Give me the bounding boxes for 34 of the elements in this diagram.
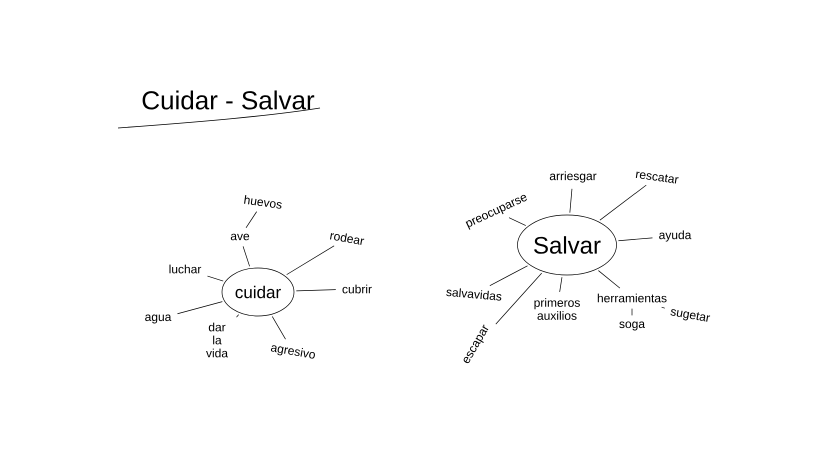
word-label: rodear [330, 233, 364, 245]
connector-line [242, 246, 250, 267]
connector-line [177, 301, 223, 314]
word-label: herramientas [598, 294, 667, 302]
word-label: agua [145, 314, 172, 324]
connector-line [207, 276, 224, 282]
word-label: agresivo [270, 345, 315, 359]
connector-line [236, 314, 239, 318]
word-label: arriesgar [550, 171, 596, 183]
connector-line [272, 316, 286, 340]
word-label: cubrir [342, 284, 372, 294]
word-label: salvavidas [446, 288, 502, 301]
word-label: huevos [244, 195, 282, 209]
connector-line [559, 276, 562, 292]
connector-line [495, 272, 542, 324]
connector-line [570, 188, 572, 214]
word-label: sugetar [670, 309, 710, 322]
connector-line [246, 211, 258, 228]
title: Cuidar - Salvar [142, 90, 314, 110]
word-label: dar la vida [206, 322, 228, 358]
word-label: ave [230, 234, 250, 240]
connector-line [489, 265, 528, 286]
connector-line [661, 306, 666, 309]
word-label: rescatar [636, 172, 679, 184]
word-label: soga [619, 322, 645, 330]
connector-line [600, 184, 647, 220]
word-label: primeros auxilios [534, 298, 580, 320]
connector-line [296, 289, 336, 292]
connector-line [598, 270, 620, 288]
word-label: ayuda [659, 230, 692, 242]
connector-line [508, 217, 526, 226]
connector-line [618, 238, 653, 242]
word-label: luchar [169, 264, 202, 274]
connector-line [286, 245, 334, 275]
